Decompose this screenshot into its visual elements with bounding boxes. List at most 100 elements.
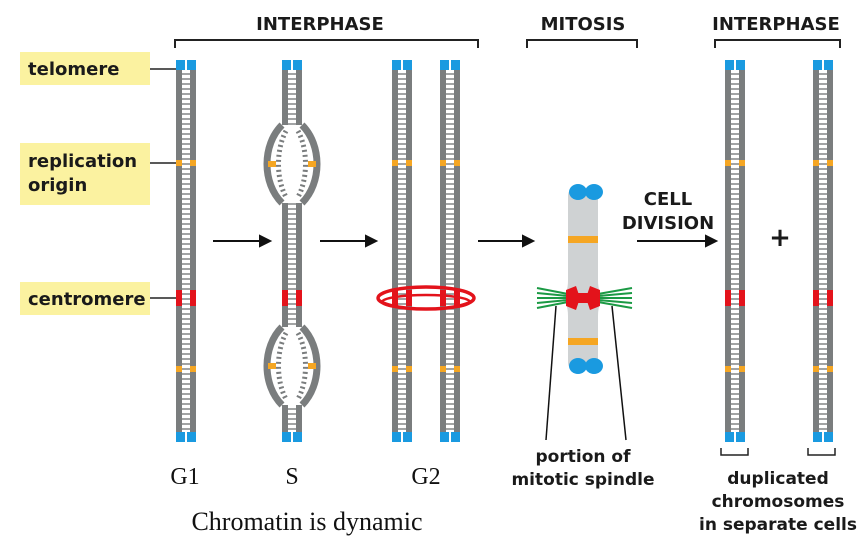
stage-label-g1: G1 [170,464,199,490]
replication-origin-marker [568,338,598,345]
chromosome-layer [176,60,833,442]
replication-origin-marker [440,366,446,372]
g2-chromatid-right [440,60,460,442]
dna-strand [813,60,819,442]
replication-origin-marker [406,366,412,372]
bubble-inner-strands [276,331,308,401]
centromere-callout: centromere [20,282,176,315]
spindle-pointer-line [611,305,627,441]
spindle-label-line1: portion of [536,447,632,467]
mitotic-spindle-fibers [536,287,633,309]
telomere-label: telomere [28,59,119,80]
replication-origin-marker [190,160,196,166]
dna-strand [725,60,731,442]
spindle-pointer-line [545,305,557,441]
dna-strand [406,60,412,442]
duplicated-label-line1: duplicated [727,469,828,489]
telomere-gap [291,432,293,442]
centromere-marker [813,290,819,306]
telomere-gap [449,432,451,442]
mitotic-chromosome [536,184,633,441]
spindle-fiber [536,299,569,304]
centromere-marker [827,290,833,306]
spindle-fiber [597,292,633,297]
interphase-left-heading: INTERPHASE [256,14,384,35]
arrow-s-to-g2 [320,234,379,248]
replication-origin-marker [739,160,745,166]
replication-origin-marker [827,366,833,372]
spindle-fiber [536,292,569,297]
replication-origin-marker [739,366,745,372]
replication-origin-marker [176,160,182,166]
spindle-label-line2: mitotic spindle [511,470,654,490]
replication-origin-marker [454,160,460,166]
telomere-gap [291,60,293,70]
centromere-marker [406,290,412,306]
telomere-marker [585,358,603,374]
telomere-marker [569,184,587,200]
telomere-gap [822,60,824,70]
interphase-left-bracket [174,39,479,48]
centromere-marker [282,290,288,306]
telomere-gap [449,60,451,70]
telomere-gap [734,432,736,442]
kinetochore [586,286,600,310]
spindle-fiber [597,299,633,304]
stage-label-g2: G2 [411,464,440,490]
caption: Chromatin is dynamic [191,507,422,536]
replication-origin-marker [308,363,316,369]
centromere-marker [296,290,302,306]
dna-strand [454,60,460,442]
telomere-gap [185,432,187,442]
replication-origin-marker [268,363,276,369]
plus-sign: + [769,223,791,253]
dna-strand [392,60,398,442]
replication-origin-marker [440,160,446,166]
telomere-gap [734,60,736,70]
cell-division-label-line2: DIVISION [622,213,714,234]
replication-origin-marker [568,236,598,243]
dna-strand [282,60,288,442]
spindle-fiber [597,287,633,295]
duplicated-label-line2: chromosomes [712,492,845,512]
replication-origin-marker [268,161,276,167]
centromere-label: centromere [28,289,146,310]
replication-origin-marker [454,366,460,372]
s-phase-chromosome [263,60,321,442]
telomere-marker [569,358,587,374]
interphase-right-heading: INTERPHASE [712,14,840,35]
stage-arrows [213,234,719,248]
replication-origin-marker [725,366,731,372]
replication-origin-marker [725,160,731,166]
bubble-outer-strands [263,122,321,206]
replication-origin-marker [392,160,398,166]
dna-strand [176,60,182,442]
replication-origin-marker [190,366,196,372]
kinetochore [566,286,580,310]
telomere-gap [822,432,824,442]
cohesin-ring-inner [380,293,472,311]
replication-bubble [263,122,321,206]
g1-chromosome [176,60,196,442]
centromere-marker [176,290,182,306]
replication-origin-marker [813,366,819,372]
duplicated-brackets [720,448,836,456]
dna-strand [827,60,833,442]
cell-division-label-line1: CELL [644,189,692,210]
telomere-marker [585,184,603,200]
replication-origin-marker [176,366,182,372]
replication-origin-marker [813,160,819,166]
replication-origin-marker [308,161,316,167]
spindle-fiber [536,301,569,309]
dna-strand [296,60,302,442]
dna-strand [190,60,196,442]
replication-bubble [263,324,321,408]
bubble-outer-strands [263,324,321,408]
centromere-marker [739,290,745,306]
centromere-marker [577,293,589,303]
stage-label-s: S [285,464,298,490]
telomere-gap [185,60,187,70]
replication-origin-marker [392,366,398,372]
arrow-g2-to-mitosis [478,234,536,248]
